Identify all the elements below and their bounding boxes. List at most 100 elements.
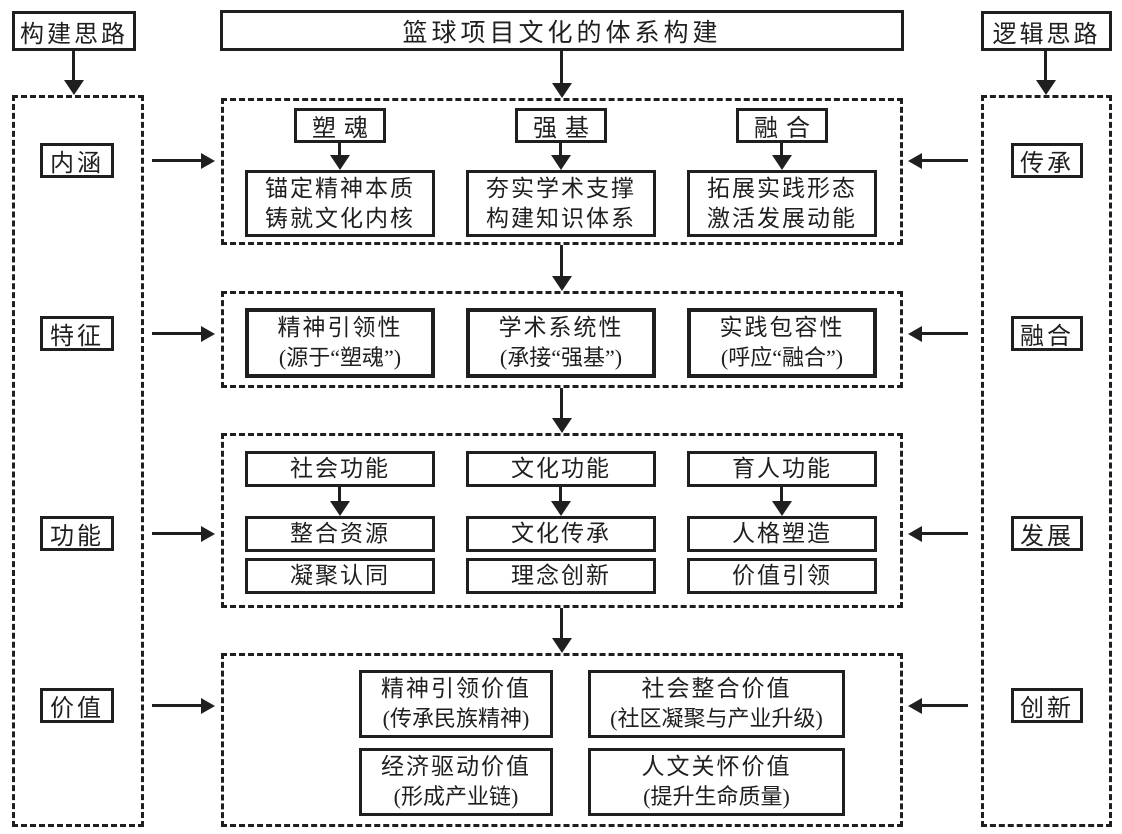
value-box-economic: 经济驱动价值 (形成产业链) bbox=[359, 748, 553, 816]
axis-label-integration-text: 融合 bbox=[1020, 324, 1074, 350]
axis-label-innovation: 创新 bbox=[1011, 688, 1083, 723]
function-primary-2-text: 文化传承 bbox=[511, 521, 611, 546]
tag-strengthen-foundation: 强基 bbox=[515, 108, 607, 143]
arrow-education-function bbox=[780, 487, 783, 501]
function-secondary-1: 凝聚认同 bbox=[245, 558, 435, 594]
arrow-integration-detail bbox=[780, 143, 783, 155]
arrow-functions-to-values bbox=[560, 608, 563, 638]
characteristic-2-line1: 学术系统性 bbox=[498, 315, 624, 340]
tag-shape-soul: 塑魂 bbox=[294, 108, 386, 143]
connotation-detail-3: 拓展实践形态 激活发展动能 bbox=[687, 170, 877, 237]
value-social-line2: (社区凝聚与产业升级) bbox=[610, 706, 823, 731]
arrow-title-to-connotation bbox=[560, 51, 563, 83]
arrow-characteristics-to-functions bbox=[560, 388, 563, 418]
function-primary-1: 整合资源 bbox=[245, 516, 435, 552]
value-spiritual-line2: (传承民族精神) bbox=[382, 706, 530, 731]
axis-label-characteristics-text: 特征 bbox=[50, 324, 104, 350]
value-box-humanistic: 人文关怀价值 (提升生命质量) bbox=[588, 748, 845, 816]
arrow-build-to-left-axis bbox=[72, 51, 75, 80]
arrow-development-in bbox=[922, 532, 968, 535]
characteristic-box-2: 学术系统性 (承接“强基”) bbox=[466, 308, 656, 378]
value-social-line1: 社会整合价值 bbox=[641, 676, 792, 701]
axis-label-development: 发展 bbox=[1011, 516, 1083, 551]
axis-label-values: 价值 bbox=[40, 688, 114, 723]
axis-label-functions: 功能 bbox=[40, 516, 114, 551]
arrow-characteristics-in bbox=[152, 332, 201, 335]
axis-label-connotation-text: 内涵 bbox=[50, 151, 104, 177]
characteristic-1-line1: 精神引领性 bbox=[277, 315, 403, 340]
section-values bbox=[221, 653, 903, 827]
section-characteristics bbox=[221, 291, 903, 388]
function-secondary-1-text: 凝聚认同 bbox=[290, 563, 390, 588]
function-header-social: 社会功能 bbox=[245, 451, 435, 487]
connotation-detail-1-line2: 铸就文化内核 bbox=[265, 205, 415, 231]
axis-label-inheritance-text: 传承 bbox=[1020, 151, 1074, 177]
section-functions bbox=[221, 433, 903, 608]
value-humanistic-line1: 人文关怀价值 bbox=[641, 754, 792, 779]
logic-approach-label: 逻辑思路 bbox=[992, 21, 1101, 48]
arrow-inheritance-in bbox=[922, 159, 968, 162]
function-primary-3-text: 人格塑造 bbox=[732, 521, 832, 546]
function-secondary-2-text: 理念创新 bbox=[511, 563, 611, 588]
connotation-detail-2-line2: 构建知识体系 bbox=[486, 205, 636, 231]
arrow-foundation-detail bbox=[559, 143, 562, 155]
diagram-title-box: 篮球项目文化的体系构建 bbox=[220, 10, 904, 51]
arrow-social-function bbox=[338, 487, 341, 501]
connotation-detail-2: 夯实学术支撑 构建知识体系 bbox=[466, 170, 656, 237]
arrow-integration-in bbox=[922, 332, 968, 335]
function-primary-3: 人格塑造 bbox=[687, 516, 877, 552]
connotation-detail-3-line1: 拓展实践形态 bbox=[707, 175, 857, 201]
diagram-title: 篮球项目文化的体系构建 bbox=[402, 19, 722, 47]
tag-integration-text: 融合 bbox=[754, 116, 818, 142]
value-humanistic-line2: (提升生命质量) bbox=[643, 784, 790, 809]
section-connotation bbox=[221, 98, 903, 245]
connotation-detail-1-line1: 锚定精神本质 bbox=[265, 175, 415, 201]
value-economic-line2: (形成产业链) bbox=[393, 784, 519, 809]
logic-approach-box: 逻辑思路 bbox=[981, 11, 1112, 51]
right-axis-panel bbox=[981, 95, 1112, 827]
tag-integration: 融合 bbox=[736, 108, 828, 143]
build-approach-box: 构建思路 bbox=[12, 11, 136, 51]
axis-label-development-text: 发展 bbox=[1020, 524, 1074, 550]
tag-shape-soul-text: 塑魂 bbox=[312, 116, 376, 142]
value-box-spiritual: 精神引领价值 (传承民族精神) bbox=[359, 670, 553, 738]
function-secondary-3-text: 价值引领 bbox=[732, 563, 832, 588]
connotation-detail-2-line1: 夯实学术支撑 bbox=[486, 175, 636, 201]
connotation-detail-3-line2: 激活发展动能 bbox=[707, 205, 857, 231]
function-header-culture-text: 文化功能 bbox=[511, 456, 611, 481]
arrow-connotation-in bbox=[152, 159, 201, 162]
axis-label-innovation-text: 创新 bbox=[1020, 696, 1074, 722]
characteristic-1-line2: (源于“塑魂”) bbox=[278, 345, 402, 370]
function-primary-2: 文化传承 bbox=[466, 516, 656, 552]
arrow-connotation-to-characteristics bbox=[560, 245, 563, 276]
left-axis-panel bbox=[12, 95, 144, 827]
arrow-values-in bbox=[152, 704, 201, 707]
build-approach-label: 构建思路 bbox=[20, 21, 128, 48]
arrow-culture-function bbox=[559, 487, 562, 501]
characteristic-box-3: 实践包容性 (呼应“融合”) bbox=[687, 308, 877, 378]
axis-label-values-text: 价值 bbox=[50, 696, 104, 722]
function-header-education: 育人功能 bbox=[687, 451, 877, 487]
axis-label-inheritance: 传承 bbox=[1011, 143, 1083, 178]
function-header-social-text: 社会功能 bbox=[290, 456, 390, 481]
arrow-functions-in bbox=[152, 532, 201, 535]
value-economic-line1: 经济驱动价值 bbox=[381, 754, 531, 779]
function-header-culture: 文化功能 bbox=[466, 451, 656, 487]
axis-label-functions-text: 功能 bbox=[50, 524, 104, 550]
function-secondary-3: 价值引领 bbox=[687, 558, 877, 594]
value-box-social: 社会整合价值 (社区凝聚与产业升级) bbox=[588, 670, 845, 738]
characteristic-2-line2: (承接“强基”) bbox=[499, 345, 623, 370]
axis-label-integration: 融合 bbox=[1011, 316, 1083, 351]
arrow-innovation-in bbox=[922, 704, 968, 707]
function-header-education-text: 育人功能 bbox=[732, 456, 832, 481]
arrow-logic-to-right-axis bbox=[1044, 51, 1047, 80]
arrow-soul-detail bbox=[338, 143, 341, 155]
value-spiritual-line1: 精神引领价值 bbox=[381, 676, 531, 701]
function-secondary-2: 理念创新 bbox=[466, 558, 656, 594]
tag-strengthen-foundation-text: 强基 bbox=[533, 116, 597, 142]
axis-label-characteristics: 特征 bbox=[40, 316, 114, 351]
connotation-detail-1: 锚定精神本质 铸就文化内核 bbox=[245, 170, 435, 237]
characteristic-3-line2: (呼应“融合”) bbox=[720, 345, 844, 370]
characteristic-box-1: 精神引领性 (源于“塑魂”) bbox=[245, 308, 435, 378]
